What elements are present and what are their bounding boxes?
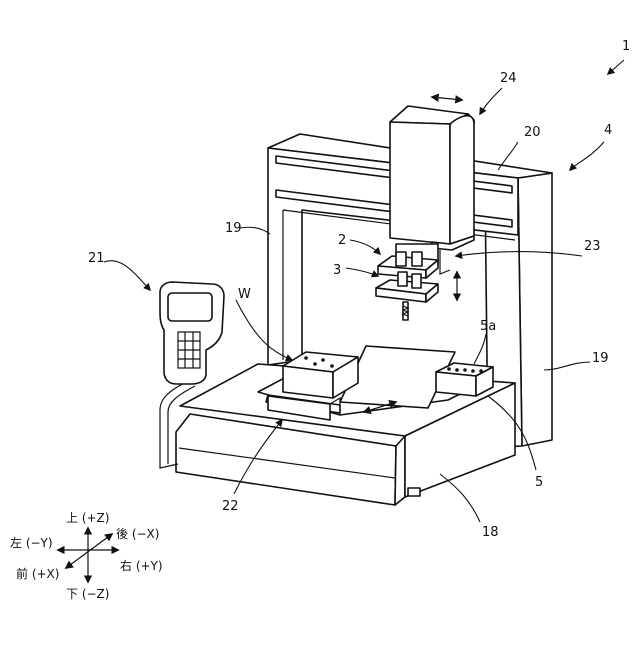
- label-w: W: [238, 287, 251, 302]
- axis-right-label: 右 (+Y): [120, 558, 163, 573]
- axis-front-label: 前 (+X): [16, 566, 59, 581]
- label-20: 20: [524, 125, 541, 140]
- z-head: [376, 106, 474, 320]
- axis-down-label: 下 (−Z): [66, 587, 109, 601]
- label-1: 1: [622, 39, 630, 54]
- label-3: 3: [333, 263, 341, 278]
- label-19-right: 19: [592, 351, 609, 366]
- axis-back-label: 後 (−X): [116, 527, 159, 541]
- axis-cross: [58, 528, 118, 582]
- label-18: 18: [482, 525, 499, 540]
- label-21: 21: [88, 251, 105, 266]
- label-19-left: 19: [225, 221, 242, 236]
- teaching-pendant: [160, 282, 224, 384]
- label-23: 23: [584, 239, 601, 254]
- label-5: 5: [535, 475, 543, 490]
- label-4: 4: [604, 123, 612, 138]
- label-22: 22: [222, 499, 239, 514]
- label-24: 24: [500, 71, 517, 86]
- axis-left-label: 左 (−Y): [10, 535, 53, 550]
- label-5a: 5a: [480, 319, 496, 334]
- axis-up-label: 上 (+Z): [66, 511, 109, 525]
- label-2: 2: [338, 233, 346, 248]
- tool-stand: [436, 363, 493, 396]
